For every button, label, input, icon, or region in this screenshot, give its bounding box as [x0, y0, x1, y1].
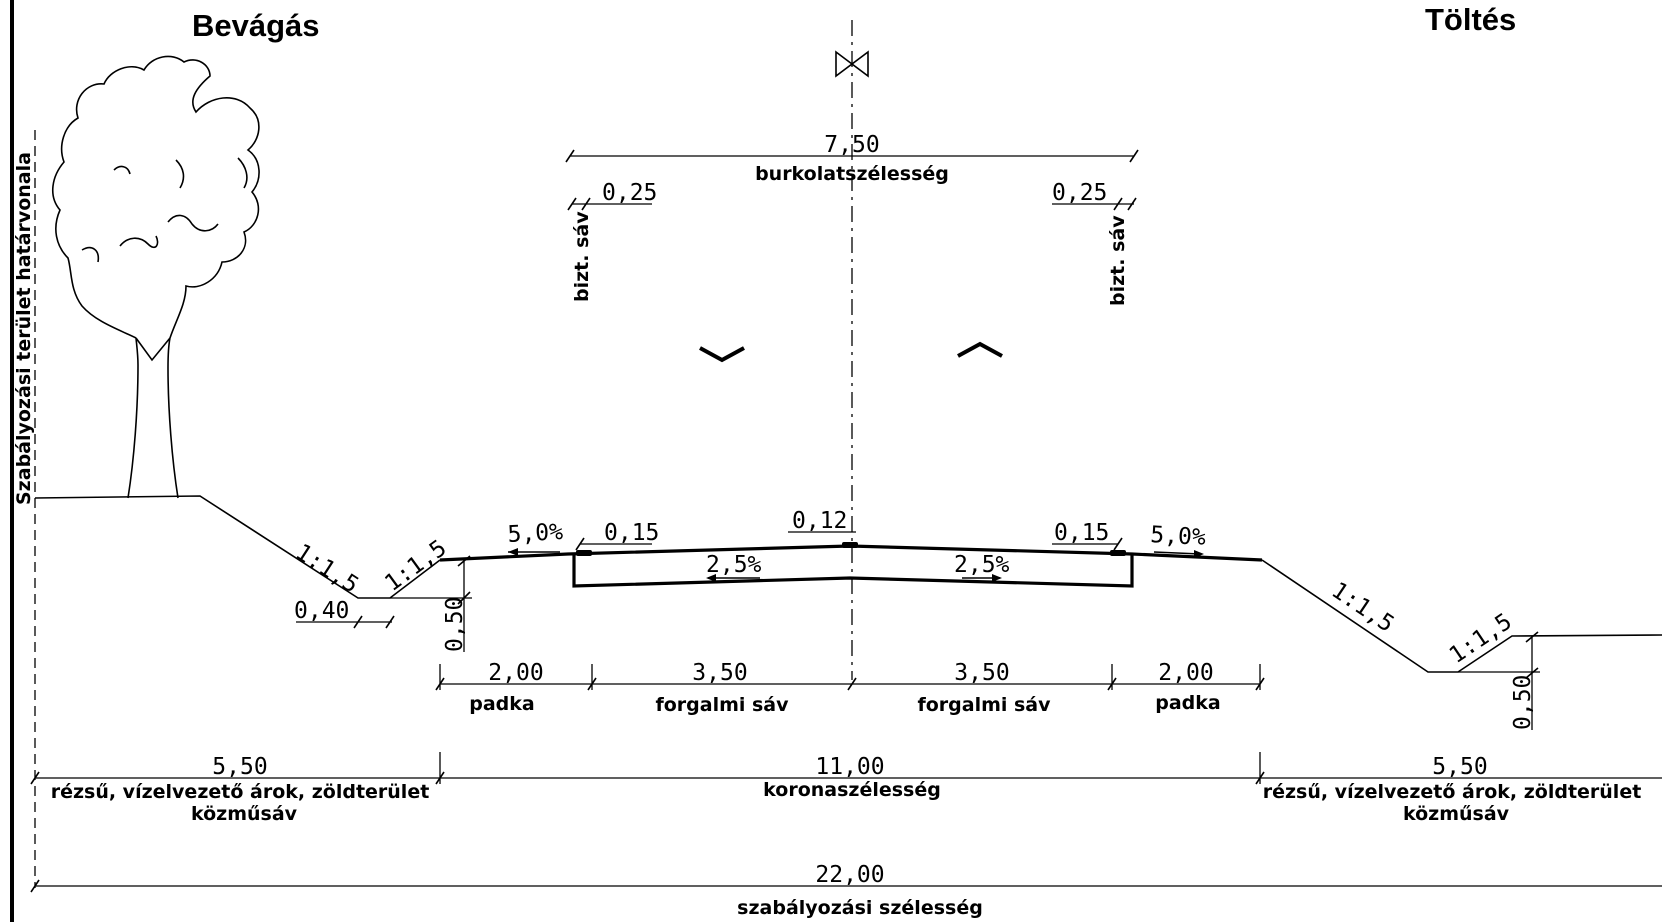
total-width: 22,00 — [815, 862, 884, 888]
padka-right-width: 2,00 — [1158, 660, 1213, 686]
safety-strip-left-width: 0,25 — [602, 180, 657, 206]
road-surface — [439, 544, 1263, 588]
title-fill: Töltés — [1425, 2, 1516, 37]
title-cut: Bevágás — [192, 8, 320, 43]
zone-right-label: rézsű, vízelvezető árok, zöldterület — [1263, 781, 1642, 803]
marking-crown — [842, 542, 858, 548]
marking-left-offset: 0,15 — [604, 520, 659, 546]
chevron-up-icon — [957, 341, 1003, 358]
zone-right-width: 5,50 — [1432, 754, 1487, 780]
zone-left-label: rézsű, vízelvezető árok, zöldterület — [51, 781, 430, 803]
pavement-label: burkolatszélesség — [755, 163, 949, 185]
slope-cut-ditch: 1:1,5 — [380, 535, 451, 597]
lane-left-label: forgalmi sáv — [655, 694, 789, 716]
crown-marking-offset: 0,12 — [792, 508, 847, 534]
zone-left-width: 5,50 — [212, 754, 267, 780]
total-label: szabályozási szélesség — [737, 897, 983, 919]
slope-shoulder-left: 5,0% — [507, 519, 564, 548]
zone-right-sublabel: közműsáv — [1403, 803, 1510, 825]
terrain-profile — [34, 495, 1662, 673]
axis-symbol-icon — [835, 50, 869, 78]
crown-label: koronaszélesség — [763, 779, 941, 801]
safety-strip-left-label: bizt. sáv — [571, 211, 593, 302]
marking-right — [1110, 550, 1126, 556]
lane-right-width: 3,50 — [954, 660, 1009, 686]
ditch-bottom-width: 0,40 — [294, 598, 349, 624]
slope-lane-left: 2,5% — [706, 552, 762, 578]
slope-shoulder-right: 5,0% — [1150, 522, 1207, 551]
padka-right-label: padka — [1155, 692, 1220, 714]
padka-left-width: 2,00 — [488, 660, 543, 686]
crown-width: 11,00 — [815, 754, 884, 780]
lane-left-width: 3,50 — [692, 660, 747, 686]
zone-left-sublabel: közműsáv — [191, 803, 298, 825]
slope-lane-right: 2,5% — [954, 552, 1010, 578]
marking-right-offset: 0,15 — [1054, 520, 1109, 546]
boundary-label: Szabályozási terület határvonala — [13, 152, 35, 505]
tree-icon — [52, 55, 260, 499]
pavement-width: 7,50 — [824, 132, 879, 158]
ditch-depth-right: 0,50 — [1510, 675, 1536, 730]
lane-right-label: forgalmi sáv — [917, 694, 1051, 716]
marking-left — [576, 550, 592, 556]
chevron-down-icon — [699, 346, 745, 363]
safety-strip-right-label: bizt. sáv — [1107, 215, 1129, 306]
slope-cut-main: 1:1,5 — [291, 539, 363, 599]
padka-left-label: padka — [469, 693, 534, 715]
slope-fill-ditch: 1:1,5 — [1445, 609, 1517, 669]
ditch-depth-left: 0,50 — [442, 597, 468, 652]
safety-strip-right-width: 0,25 — [1052, 180, 1107, 206]
